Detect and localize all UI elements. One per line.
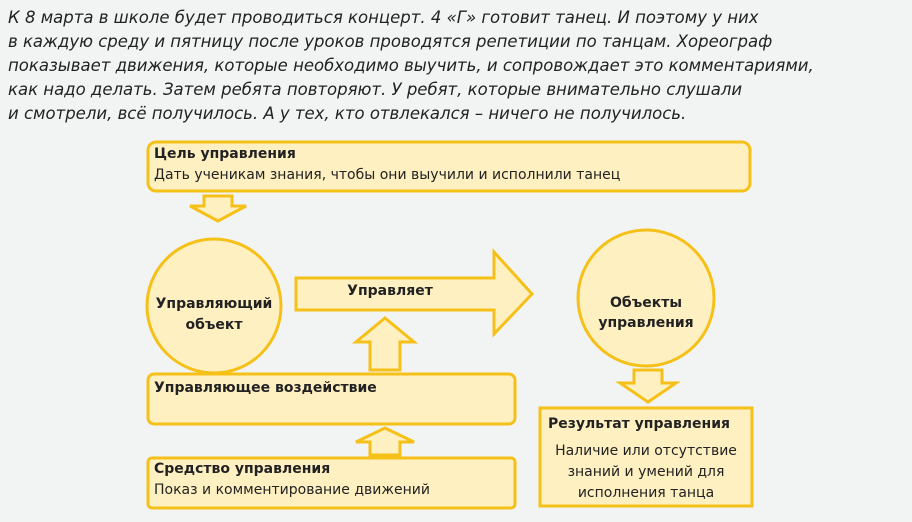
objects-line: Объекты bbox=[610, 295, 682, 311]
objects-label: Объекты управления bbox=[578, 293, 714, 333]
influence-title: Управляющее воздействие bbox=[154, 380, 377, 396]
result-line: Наличие или отсутствие bbox=[555, 443, 737, 459]
means-box bbox=[146, 456, 517, 510]
influence-box bbox=[146, 372, 517, 426]
goal-title: Цель управления bbox=[154, 146, 296, 162]
up-arrow-icon bbox=[355, 426, 415, 457]
result-line: знаний и умений для bbox=[567, 464, 725, 480]
text-line: как надо делать. Затем ребята повторяют.… bbox=[8, 80, 743, 99]
result-text: Наличие или отсутствие знаний и умений д… bbox=[540, 441, 752, 504]
subject-label: Управляющий объект bbox=[147, 294, 281, 336]
goal-text: Дать ученикам знания, чтобы они выучили … bbox=[154, 167, 621, 183]
subject-line: объект bbox=[185, 317, 243, 333]
down-arrow-icon bbox=[189, 194, 247, 223]
text-line: в каждую среду и пятницу после уроков пр… bbox=[8, 32, 773, 51]
right-arrow-icon bbox=[294, 248, 535, 338]
means-text: Показ и комментирование движений bbox=[154, 482, 430, 498]
goal-box bbox=[146, 140, 752, 193]
text-line: К 8 марта в школе будет проводиться конц… bbox=[8, 8, 759, 27]
text-line: показывает движения, которые необходимо … bbox=[8, 56, 814, 75]
subject-line: Управляющий bbox=[155, 296, 273, 312]
objects-line: управления bbox=[598, 315, 694, 331]
text-line: и смотрели, всё получилось. А у тех, кто… bbox=[8, 104, 687, 123]
result-box bbox=[538, 406, 754, 508]
result-title: Результат управления bbox=[548, 416, 731, 432]
down-arrow-icon bbox=[615, 368, 681, 404]
objects-circle bbox=[576, 228, 716, 368]
result-line: исполнения танца bbox=[577, 485, 715, 501]
means-title: Средство управления bbox=[154, 461, 331, 477]
task-text: К 8 марта в школе будет проводиться конц… bbox=[8, 6, 908, 126]
up-arrow-icon bbox=[351, 316, 419, 372]
arrow-label: Управляет bbox=[347, 283, 433, 299]
